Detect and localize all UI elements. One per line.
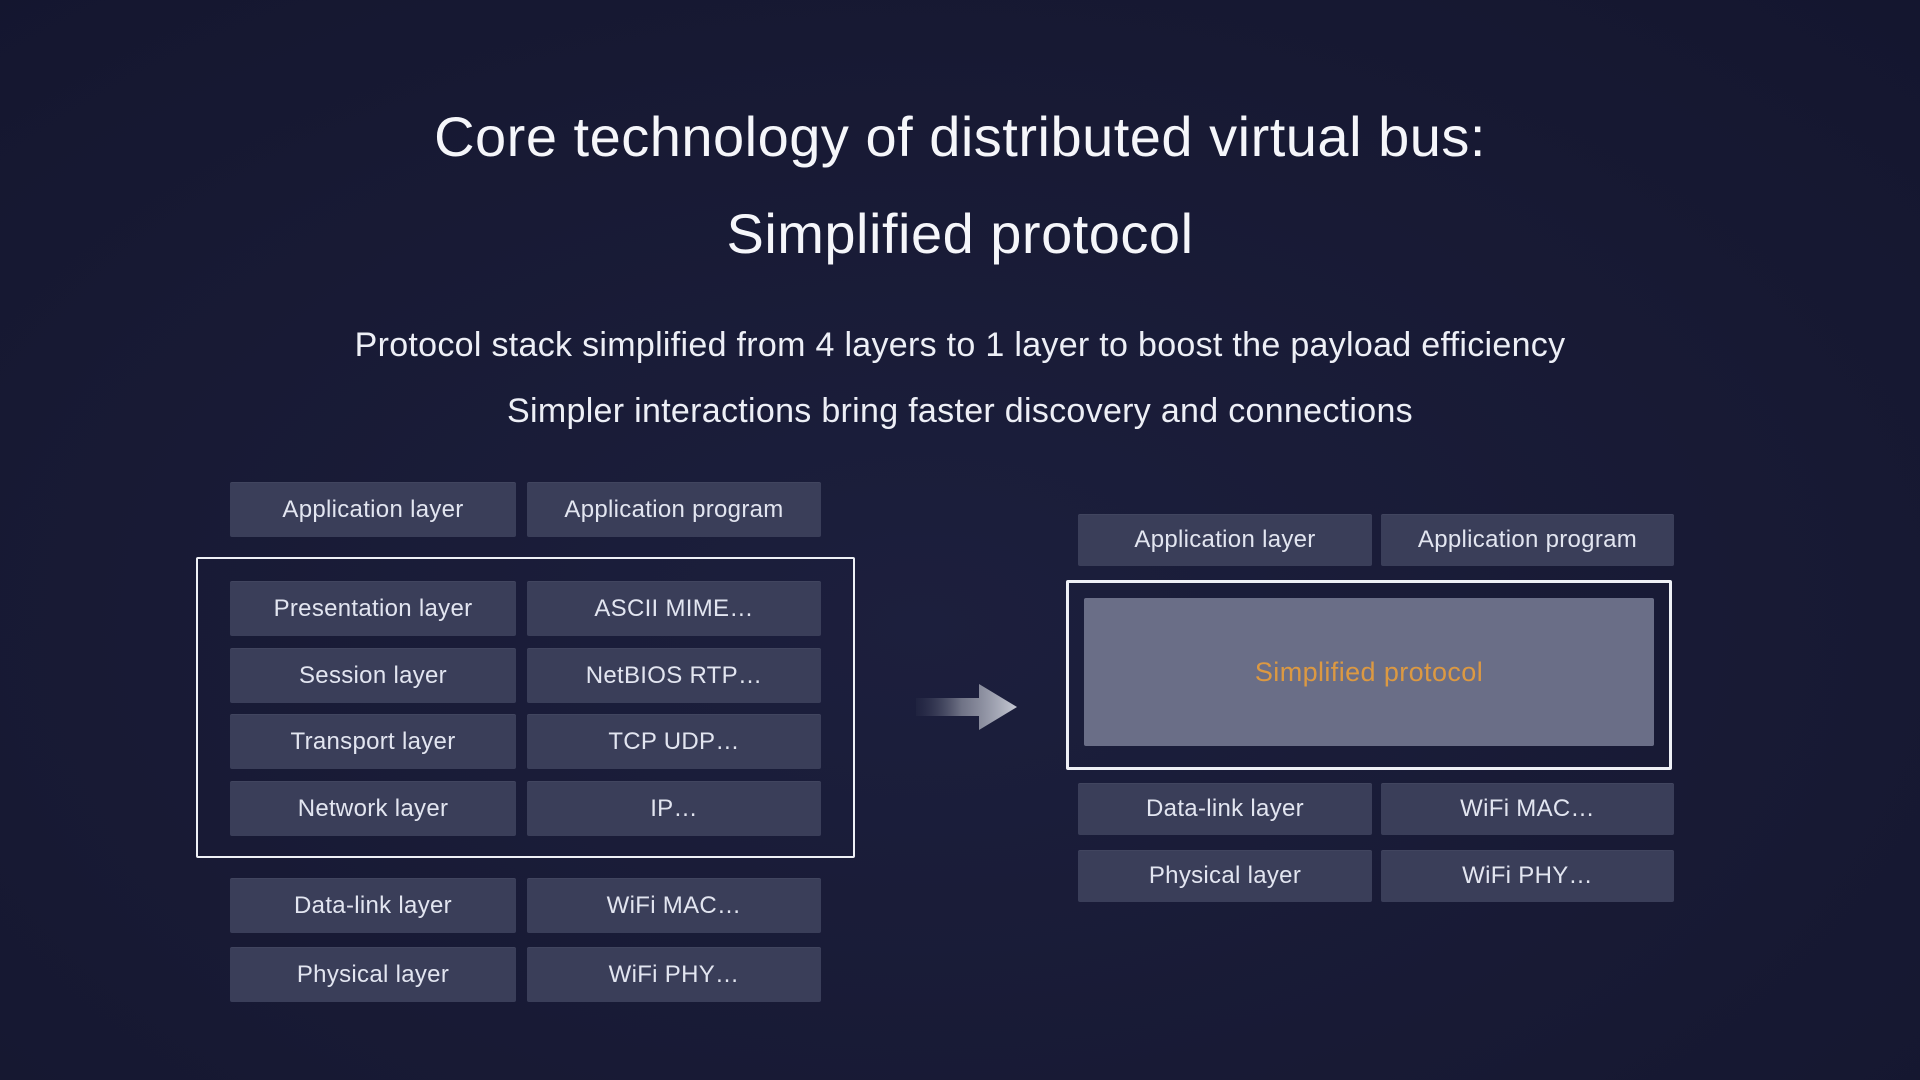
subtitle-line-1: Protocol stack simplified from 4 layers … [354, 326, 1566, 364]
right-application-program-cell: Application program [1381, 514, 1674, 566]
left-transport-layer-cell: Transport layer [230, 714, 516, 769]
left-application-program-cell: Application program [527, 482, 821, 537]
left-network-program-cell: IP… [527, 781, 821, 836]
subtitle: Protocol stack simplified from 4 layers … [0, 312, 1920, 444]
subtitle-line-2: Simpler interactions bring faster discov… [507, 392, 1413, 430]
title-line-1: Core technology of distributed virtual b… [434, 105, 1486, 168]
left-osi-layers-outline-box [196, 557, 855, 858]
left-datalink-layer-cell: Data-link layer [230, 878, 516, 933]
left-presentation-layer-cell: Presentation layer [230, 581, 516, 636]
right-datalink-layer-cell: Data-link layer [1078, 783, 1372, 835]
transform-arrow-icon [916, 683, 1018, 736]
right-datalink-program-cell: WiFi MAC… [1381, 783, 1674, 835]
left-physical-layer-cell: Physical layer [230, 947, 516, 1002]
right-application-layer-cell: Application layer [1078, 514, 1372, 566]
left-session-program-cell: NetBIOS RTP… [527, 648, 821, 703]
left-physical-program-cell: WiFi PHY… [527, 947, 821, 1002]
left-session-layer-cell: Session layer [230, 648, 516, 703]
left-transport-program-cell: TCP UDP… [527, 714, 821, 769]
left-application-layer-cell: Application layer [230, 482, 516, 537]
left-datalink-program-cell: WiFi MAC… [527, 878, 821, 933]
left-network-layer-cell: Network layer [230, 781, 516, 836]
right-simplified-outline-box [1066, 580, 1672, 770]
right-physical-layer-cell: Physical layer [1078, 850, 1372, 902]
page-title: Core technology of distributed virtual b… [0, 88, 1920, 282]
right-physical-program-cell: WiFi PHY… [1381, 850, 1674, 902]
left-presentation-program-cell: ASCII MIME… [527, 581, 821, 636]
simplified-protocol-panel: Simplified protocol [1084, 598, 1654, 746]
title-line-2: Simplified protocol [726, 202, 1194, 265]
